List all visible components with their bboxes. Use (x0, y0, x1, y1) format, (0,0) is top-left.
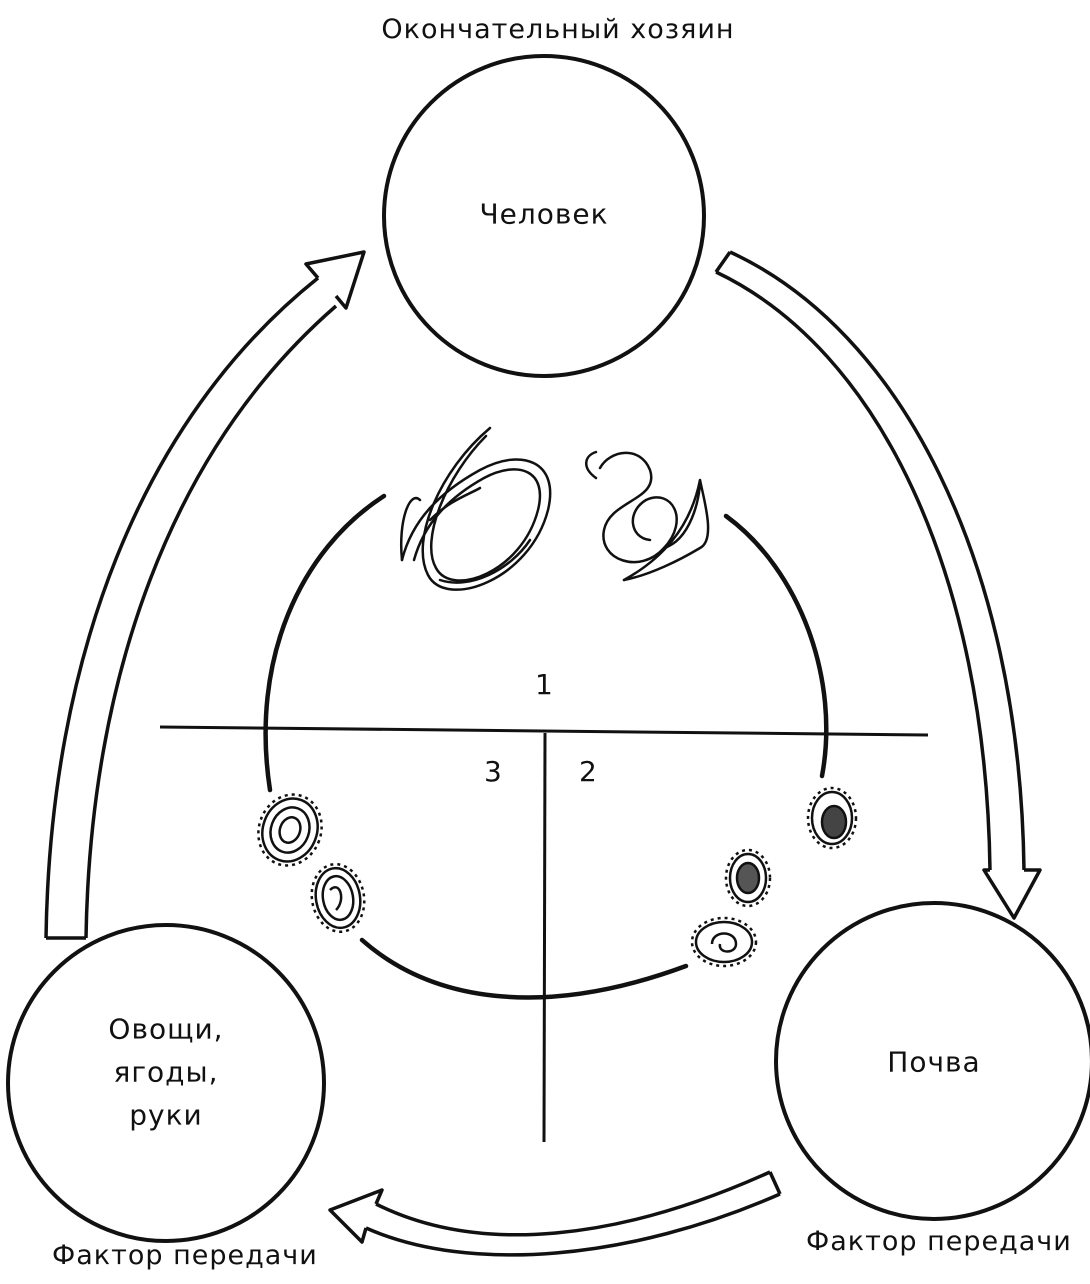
egg-icon (306, 860, 369, 936)
egg-icon (726, 850, 770, 906)
human-node-label: Человек (479, 193, 608, 236)
transmission-factor-right-caption: Фактор передачи (806, 1226, 1072, 1257)
soil-node-label: Почва (887, 1041, 980, 1084)
egg-icon (808, 788, 856, 848)
transmission-factor-left-caption: Фактор передачи (52, 1240, 318, 1271)
vegetables-label-line3: руки (108, 1094, 223, 1137)
stage-number-1: 1 (535, 668, 554, 701)
arrow-soil-to-vegetables (330, 1172, 780, 1255)
stage-number-2: 2 (579, 755, 598, 788)
egg-icon (249, 786, 332, 875)
adult-worms-illustration (401, 428, 708, 590)
vegetables-label-line2: ягоды, (108, 1051, 223, 1094)
definitive-host-caption: Окончательный хозяин (381, 14, 734, 45)
arrow-human-to-soil (716, 252, 1040, 918)
vegetables-label-line1: Овощи, (108, 1008, 223, 1051)
vegetables-node-label: Овощи, ягоды, руки (108, 1008, 223, 1137)
egg-icon (692, 918, 756, 966)
stage-number-3: 3 (484, 755, 503, 788)
stage-dividers (160, 727, 928, 1142)
